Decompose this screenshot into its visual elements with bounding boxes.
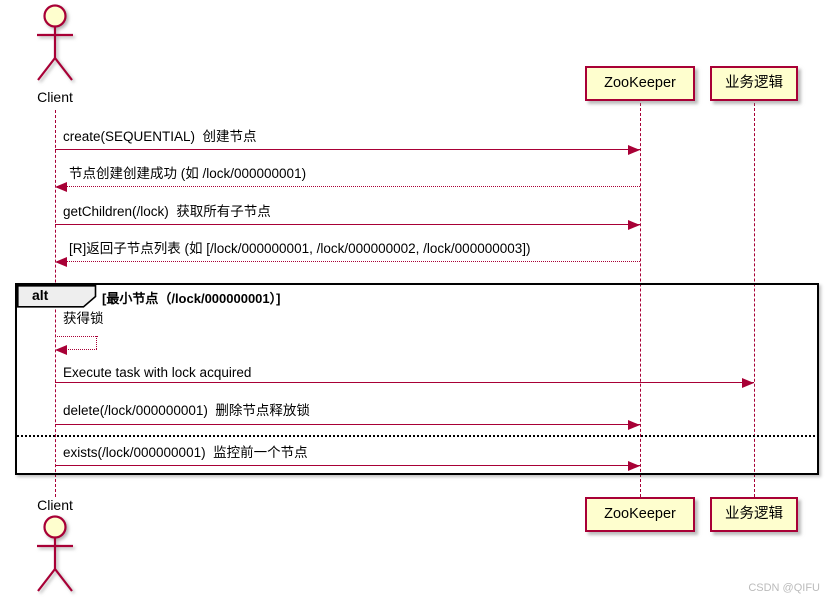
arrowhead-right-icon [628,461,640,471]
self-arrow-top [55,336,98,337]
message-arrow [55,186,640,187]
arrowhead-right-icon [628,220,640,230]
message-label: delete(/lock/000000001) 删除节点释放锁 [63,403,310,418]
alt-label-pentagon [17,285,97,308]
watermark: CSDN @QIFU [748,582,820,594]
self-arrow-side [96,336,97,349]
participant-business-top: 业务逻辑 [710,66,798,101]
actor-client-top-icon [37,4,73,81]
arrowhead-left-icon [55,345,67,355]
arrowhead-right-icon [628,145,640,155]
message-arrow [55,149,640,150]
participant-business-bottom: 业务逻辑 [710,497,798,532]
message-label: Execute task with lock acquired [63,365,252,380]
actor-client-bottom-label: Client [37,497,73,513]
participant-zookeeper-bottom: ZooKeeper [585,497,695,532]
alt-divider [17,435,815,437]
alt-keyword: alt [32,287,49,303]
message-arrow [55,261,640,262]
arrowhead-left-icon [55,257,67,267]
message-label: getChildren(/lock) 获取所有子节点 [63,204,271,219]
participant-zookeeper-top: ZooKeeper [585,66,695,101]
actor-client-top-label: Client [37,89,73,105]
message-arrow [55,465,640,466]
arrowhead-right-icon [628,420,640,430]
arrowhead-right-icon [742,378,754,388]
lifeline-business [754,103,755,497]
message-label: 获得锁 [63,311,104,326]
lifeline-zookeeper [640,103,641,497]
actor-client-bottom-icon [37,515,73,592]
message-label: create(SEQUENTIAL) 创建节点 [63,129,257,144]
message-label: exists(/lock/000000001) 监控前一个节点 [63,445,308,460]
message-label: 节点创建创建成功 (如 /lock/000000001) [69,166,307,181]
message-arrow [55,382,754,383]
self-arrow-bottom [59,349,97,350]
alt-condition: [最小节点（/lock/000000001）] [102,291,281,306]
message-label: [R]返回子节点列表 (如 [/lock/000000001, /lock/00… [69,241,531,256]
message-arrow [55,424,640,425]
arrowhead-left-icon [55,182,67,192]
alt-frame [15,283,819,475]
message-arrow [55,224,640,225]
